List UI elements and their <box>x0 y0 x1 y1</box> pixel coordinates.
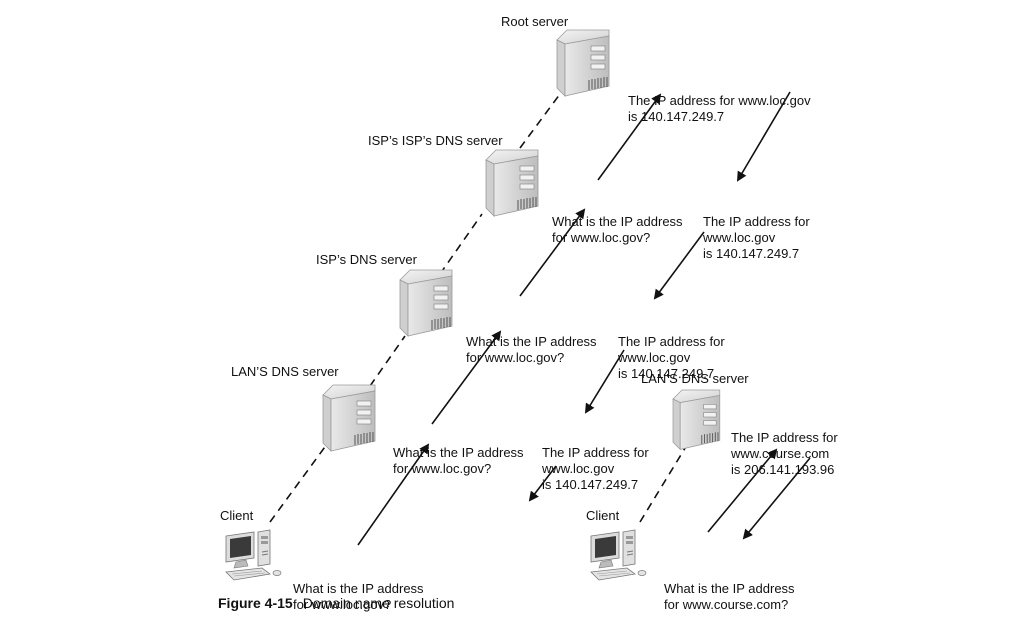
link-isp-ispisp <box>439 213 483 275</box>
figure-title: Domain name resolution <box>302 595 455 611</box>
arrow-response-root <box>736 91 791 182</box>
arrow-query-client-to-lan <box>357 443 430 546</box>
lan-dns-server-icon <box>322 384 376 452</box>
arrow-right-response <box>742 457 811 540</box>
lan-dns-server-label: LAN’S DNS server <box>231 364 339 379</box>
isp-isp-dns-server-label: ISP’s ISP’s DNS server <box>368 133 503 148</box>
client-label: Client <box>220 508 254 523</box>
root-server-label: Root server <box>501 14 569 29</box>
root-server-icon <box>556 29 610 97</box>
right-lan-dns-server-icon <box>672 389 721 450</box>
link-lan-isp <box>369 335 406 387</box>
isp-isp-dns-server-icon <box>485 149 539 217</box>
client-computer-icon <box>225 529 282 581</box>
arrow-query-isp-to-ispisp <box>519 208 586 297</box>
figure-caption: Figure 4-15 Domain name resolution <box>218 595 454 611</box>
isp-dns-server-label: ISP’s DNS server <box>316 252 417 267</box>
right-client-computer-icon <box>590 529 647 581</box>
right-lan-dns-server-label: LAN’S DNS server <box>641 371 749 386</box>
link-client-lan <box>269 439 331 523</box>
arrow-response-lan <box>528 465 557 502</box>
arrow-query-ispisp-to-root <box>597 93 662 181</box>
arrow-response-isp <box>584 349 625 414</box>
arrow-right-query <box>707 448 778 533</box>
figure-number: Figure 4-15 <box>218 595 293 611</box>
right-client-label: Client <box>586 508 620 523</box>
isp-dns-server-icon <box>399 269 453 337</box>
link-right-client-lan <box>639 439 691 523</box>
link-ispisp-root <box>519 93 561 149</box>
arrow-response-ispisp <box>653 231 705 300</box>
arrow-query-lan-to-isp <box>431 330 502 425</box>
